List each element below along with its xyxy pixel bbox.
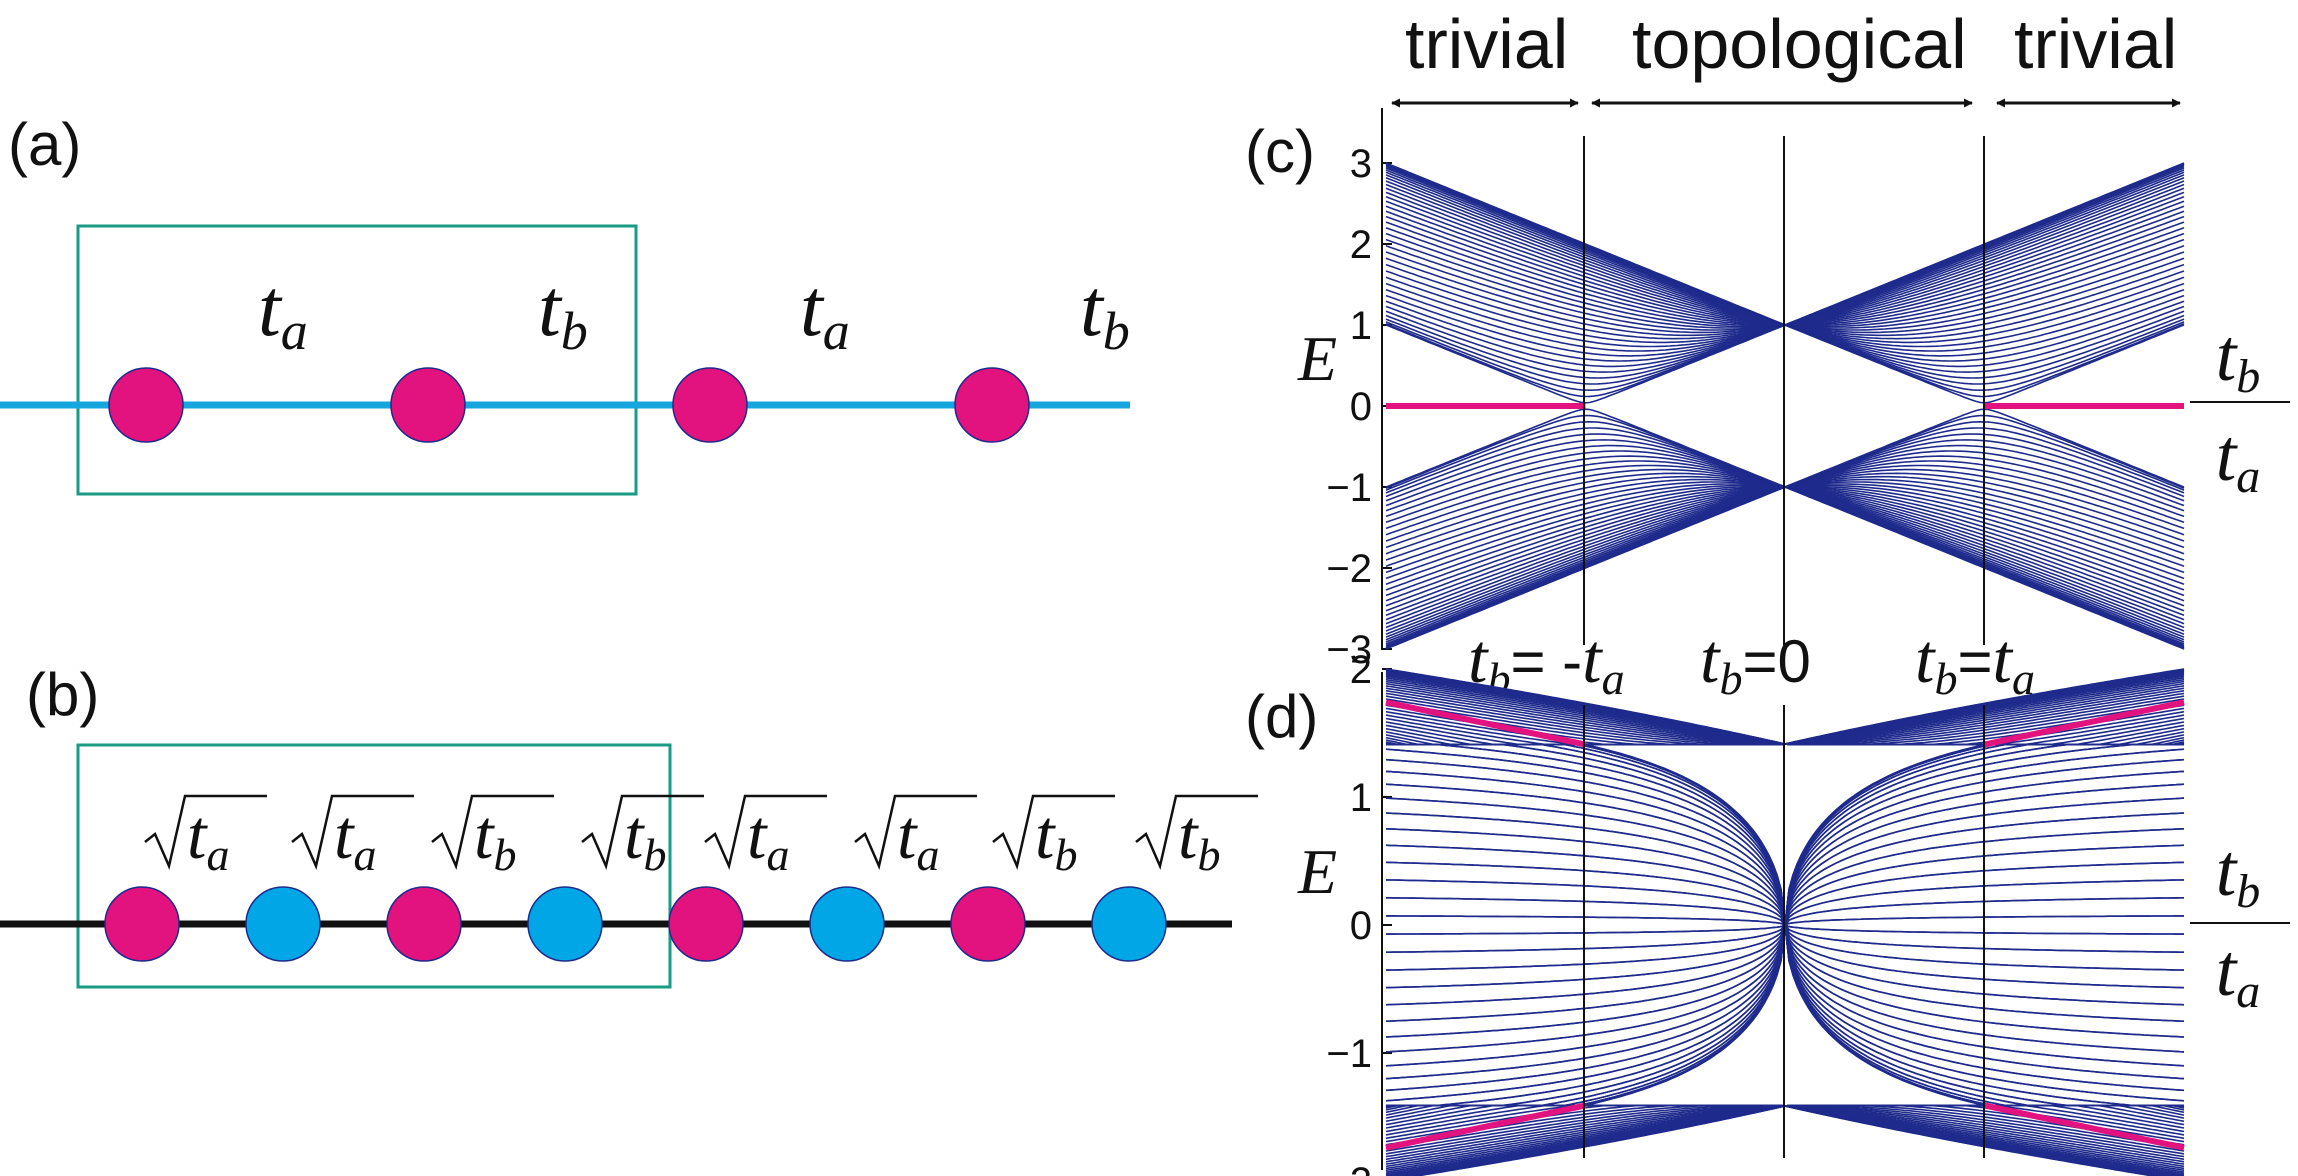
unit-cell-box-a xyxy=(76,224,638,496)
hopping-label-a-0: ta xyxy=(258,262,308,361)
site-a-3 xyxy=(954,367,1030,443)
phase-label-right: trivial xyxy=(2014,5,2177,83)
panel-d-edge-state-1 xyxy=(1983,699,2185,748)
hopping-label-b-1: ta xyxy=(291,794,414,880)
site-b-4 xyxy=(668,886,744,962)
phase-label-left: trivial xyxy=(1405,5,1568,83)
panel-d-ytick-label: −1 xyxy=(1326,1032,1372,1076)
site-b-3 xyxy=(527,886,603,962)
hopping-labels-a: ta tb ta tb xyxy=(258,262,1130,361)
site-b-6 xyxy=(950,886,1026,962)
panel-c-ytick-label: −3 xyxy=(1326,628,1372,672)
panel-d-label: (d) xyxy=(1245,683,1318,750)
panel-d-ytick-label: 2 xyxy=(1350,648,1372,692)
panel-c-ylabel: E xyxy=(1297,323,1337,394)
panel-a-label: (a) xyxy=(8,111,81,178)
panel-d-edge-state-3 xyxy=(1983,1102,2185,1151)
hopping-label-b-5: ta xyxy=(854,794,977,880)
phase-headers: trivial topological trivial xyxy=(1391,5,2181,108)
xlabel-c-numerator: tb xyxy=(2216,315,2261,403)
sites-a xyxy=(108,367,1030,443)
panel-d-edge-state-2 xyxy=(1385,1102,1587,1151)
site-a-1 xyxy=(390,367,466,443)
panel-d-ytick-label: 0 xyxy=(1350,904,1372,948)
hopping-label-a-2: ta xyxy=(800,262,850,361)
panel-c-ytick-label: 2 xyxy=(1350,223,1372,267)
panel-c-ytick-label: 3 xyxy=(1350,142,1372,186)
panel-d-yticks: 2 1 0 −1 −2 xyxy=(1326,648,1392,1176)
xlabel-c: tb ta xyxy=(2190,315,2290,503)
sites-b xyxy=(104,886,1167,962)
hopping-label-b-6: tb xyxy=(992,794,1115,880)
xlabel-d-numerator: tb xyxy=(2216,830,2261,918)
panel-c-ytick-label: −1 xyxy=(1326,466,1372,510)
svg-text:tb: tb xyxy=(1035,797,1077,880)
panel-d-edge-state-0 xyxy=(1385,699,1587,748)
panel-b-label: (b) xyxy=(26,661,99,728)
panel-c-ytick-label: 0 xyxy=(1350,385,1372,429)
site-a-0 xyxy=(108,367,184,443)
svg-text:ta: ta xyxy=(334,797,376,880)
panel-c: (c) E 3 2 1 0 −1 −2 −3 xyxy=(1245,108,2185,672)
svg-text:ta: ta xyxy=(897,797,939,880)
site-b-2 xyxy=(386,886,462,962)
hopping-label-a-1: tb xyxy=(538,262,588,361)
panel-c-ytick-label: −2 xyxy=(1326,547,1372,591)
svg-text:tb: tb xyxy=(624,797,666,880)
panel-d-ytick-label: −2 xyxy=(1326,1160,1372,1176)
xlabel-d: tb ta xyxy=(2190,830,2290,1018)
xlabel-d-denominator: ta xyxy=(2216,930,2261,1018)
phase-label-middle: topological xyxy=(1632,5,1967,83)
hopping-label-b-0: ta xyxy=(144,794,267,880)
svg-text:tb: tb xyxy=(1178,797,1220,880)
panel-d-ylabel: E xyxy=(1297,836,1337,907)
svg-text:ta: ta xyxy=(747,797,789,880)
panel-d-edge-states xyxy=(1385,699,2185,1151)
xlabel-c-denominator: ta xyxy=(2216,415,2261,503)
svg-text:ta: ta xyxy=(187,797,229,880)
site-b-5 xyxy=(809,886,885,962)
hopping-label-a-3: tb xyxy=(1080,262,1130,361)
panel-d: (d) E 2 1 0 −1 −2 xyxy=(1245,648,2185,1176)
panel-c-ytick-label: 1 xyxy=(1350,304,1372,348)
site-a-2 xyxy=(672,367,748,443)
svg-text:tb: tb xyxy=(474,797,516,880)
site-b-0 xyxy=(104,886,180,962)
hopping-label-b-7: tb xyxy=(1135,794,1258,880)
panel-c-label: (c) xyxy=(1245,118,1315,185)
panel-d-ytick-label: 1 xyxy=(1350,776,1372,820)
hopping-label-b-2: tb xyxy=(431,794,554,880)
transition-label-middle: tb=0 xyxy=(1700,621,1811,704)
site-b-1 xyxy=(245,886,321,962)
transition-label-left: tb= -ta xyxy=(1468,621,1625,704)
panel-a: (a) ta tb ta tb xyxy=(0,111,1130,496)
hopping-label-b-3: tb xyxy=(581,794,704,880)
hopping-label-b-4: ta xyxy=(704,794,827,880)
panel-c-yticks: 3 2 1 0 −1 −2 −3 xyxy=(1326,142,1392,672)
unit-cell-box-b xyxy=(76,743,672,989)
transition-label-right: tb=ta xyxy=(1915,621,2035,704)
transition-labels: tb= -ta tb=0 tb=ta xyxy=(1468,621,2035,704)
site-b-7 xyxy=(1091,886,1167,962)
